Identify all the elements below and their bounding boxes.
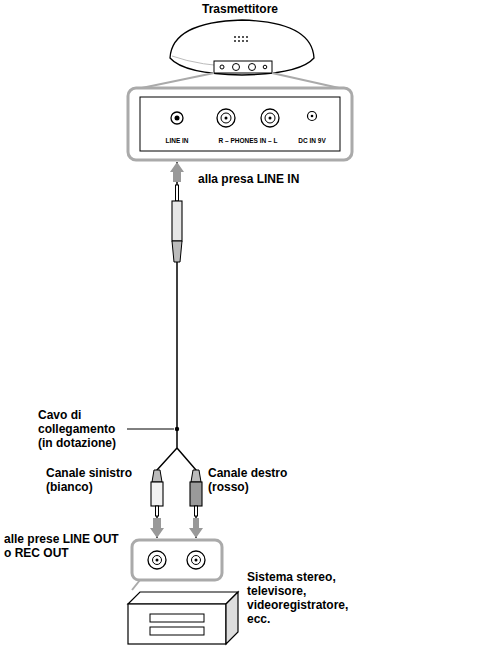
- leader-line: [127, 429, 174, 430]
- stereo-slot: [150, 614, 204, 622]
- dome-jack: [263, 65, 267, 69]
- line-out-jack: [156, 559, 159, 562]
- phones-jack: [225, 117, 228, 120]
- zoom-line: [132, 580, 140, 590]
- rca-plug-pin: [195, 506, 198, 516]
- transmitter-dome: [170, 20, 314, 75]
- phones-jack: [265, 113, 275, 123]
- stereo-top: [128, 592, 238, 604]
- unit-label: Trasmettitore: [128, 2, 352, 16]
- line-out-jack: [153, 556, 162, 565]
- unit-label: Sistema stereo, televisore, videoregistr…: [247, 570, 367, 626]
- line-out-jack: [192, 556, 201, 565]
- rca-plug-boot: [191, 470, 201, 482]
- rca-plug-body: [190, 482, 202, 506]
- mini-plug-body: [172, 201, 182, 241]
- stereo-slot: [150, 627, 204, 635]
- dome-jack: [249, 64, 256, 71]
- callout-label: Canale destro (rosso): [208, 466, 308, 494]
- zoom-inset: [128, 88, 352, 160]
- mini-plug-boot: [172, 241, 182, 262]
- rear-panel: [140, 97, 340, 151]
- callout-label: alla presa LINE IN: [198, 172, 358, 186]
- stereo-front: [128, 604, 226, 644]
- callout-label: Cavo di collegamento (in dotazione): [38, 408, 126, 450]
- callout-label: Canale sinistro (bianco): [46, 466, 148, 494]
- zoom-inset: [132, 540, 222, 580]
- mini-plug-tip: [176, 185, 179, 201]
- stereo-unit: Sistema stereo, televisore, videoregistr…: [120, 538, 235, 652]
- dome-panel: [214, 61, 272, 73]
- dc-jack: [311, 115, 314, 118]
- insert-arrow: [189, 518, 203, 538]
- line-out-jack: [187, 551, 205, 569]
- phones-jack: [221, 113, 231, 123]
- phones-jack: [217, 109, 235, 127]
- line-out-jack: [148, 551, 166, 569]
- panel-marking: DC IN 9V: [292, 137, 332, 145]
- phones-jack: [269, 117, 272, 120]
- dome-grille: [234, 36, 248, 42]
- rca-plug-pin: [156, 506, 159, 516]
- line-in-jack: [175, 116, 180, 121]
- panel-marking: LINE IN: [152, 137, 202, 145]
- callout-label: alle prese LINE OUT o REC OUT: [4, 532, 129, 560]
- line-in-jack: [171, 112, 183, 124]
- dome-jack: [233, 64, 240, 71]
- panel-marking: R – PHONES IN – L: [210, 137, 286, 145]
- stereo-side: [226, 592, 238, 644]
- rca-plug-boot: [152, 470, 162, 482]
- rca-plug-body: [151, 482, 163, 506]
- dome-jack: [220, 65, 224, 69]
- phones-jack: [261, 109, 279, 127]
- line-out-jack: [195, 559, 198, 562]
- dc-jack: [308, 112, 317, 121]
